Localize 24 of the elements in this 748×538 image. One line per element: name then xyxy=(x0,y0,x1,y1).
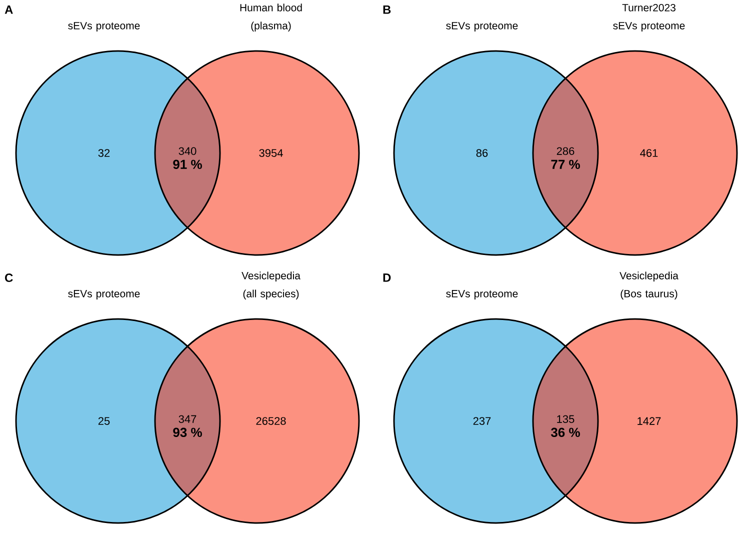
set-title: Turner2023 sEVs proteome xyxy=(613,4,685,32)
panel-letter: A xyxy=(4,6,13,14)
region-count: 86 xyxy=(476,149,488,157)
region-count: 237 xyxy=(473,417,491,425)
set-title: sEVs proteome xyxy=(68,290,140,300)
overlap-count: 135 36 % xyxy=(550,415,580,437)
set-title: Vesiclepedia (Bos taurus) xyxy=(620,272,678,300)
overlap-count: 347 93 % xyxy=(173,415,202,437)
overlap-count: 340 91 % xyxy=(173,147,202,169)
overlap-count: 286 77 % xyxy=(551,147,580,169)
set-title: Vesiclepedia (all species) xyxy=(242,272,300,300)
region-count: 32 xyxy=(98,149,110,157)
region-count: 461 xyxy=(640,149,658,157)
panel-letter: C xyxy=(5,274,13,282)
set-title: sEVs proteome xyxy=(446,290,518,300)
set-title: sEVs proteome xyxy=(446,22,518,32)
region-count: 26528 xyxy=(256,417,286,425)
panel-letter: D xyxy=(383,274,391,282)
region-count: 25 xyxy=(98,417,110,425)
set-title: Human blood (plasma) xyxy=(240,4,302,32)
set-title: sEVs proteome xyxy=(68,22,140,32)
panel-letter: B xyxy=(383,6,391,14)
region-count: 3954 xyxy=(259,149,283,157)
region-count: 1427 xyxy=(638,417,661,425)
